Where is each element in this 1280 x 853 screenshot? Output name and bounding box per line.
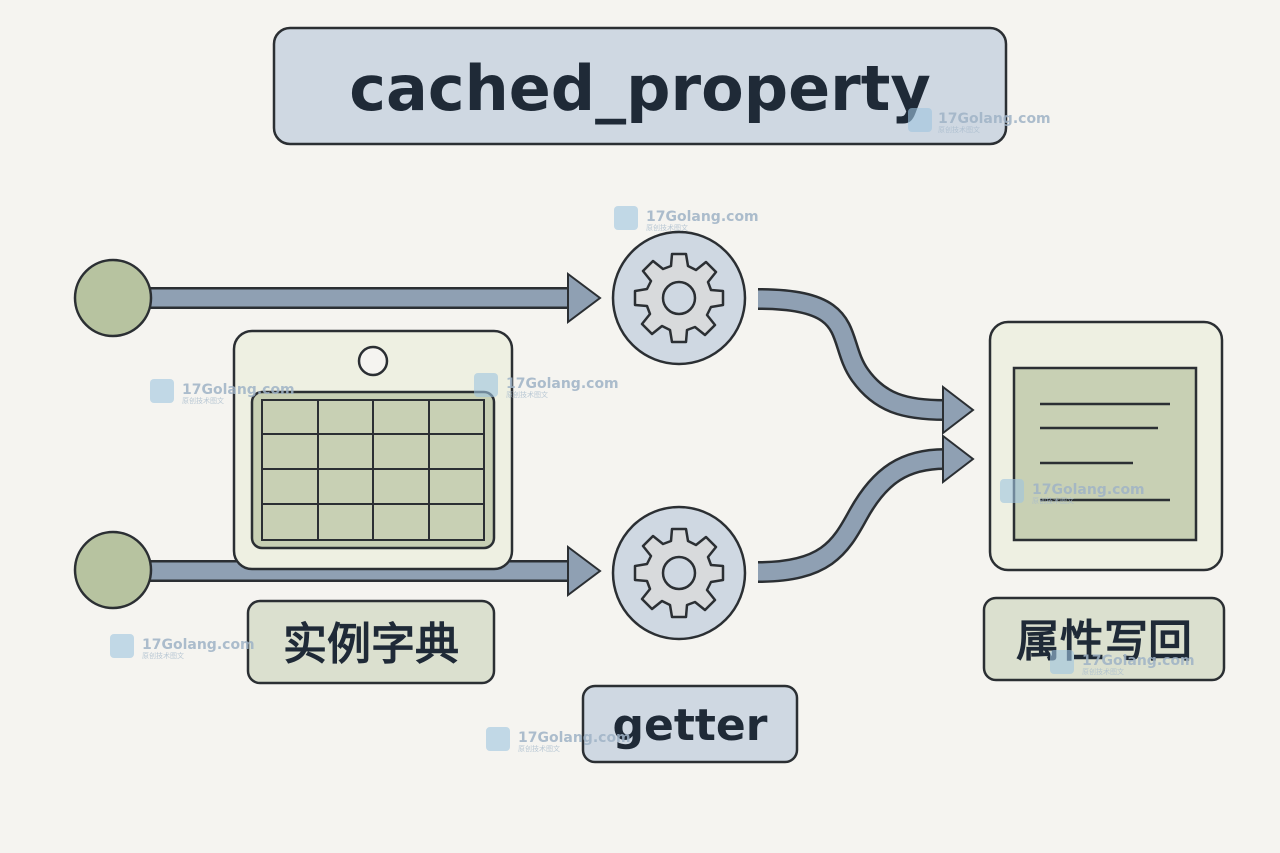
watermark: 17Golang.com 原创技术图文 xyxy=(1000,479,1145,505)
getter-label-box: getter xyxy=(581,684,799,764)
svg-text:原创技术图文: 原创技术图文 xyxy=(938,125,980,134)
bottom-gear-node xyxy=(611,505,747,641)
svg-text:17Golang.com: 17Golang.com xyxy=(506,376,619,392)
bottom-input-arrow xyxy=(150,545,602,597)
instance-dict-label: 实例字典 xyxy=(283,619,459,670)
write-back-label-box: 属性写回 xyxy=(982,596,1226,682)
watermark: 17Golang.com 原创技术图文 xyxy=(908,108,1051,134)
watermark: 17Golang.com 原创技术图文 xyxy=(150,379,295,405)
svg-text:原创技术图文: 原创技术图文 xyxy=(506,390,548,399)
top-gear-node xyxy=(611,230,747,366)
svg-text:原创技术图文: 原创技术图文 xyxy=(1032,496,1074,505)
top-input-arrow xyxy=(150,272,602,324)
watermark: 17Golang.com 原创技术图文 xyxy=(1050,650,1195,676)
diagram-title: cached_property xyxy=(349,52,931,125)
bottom-input-node xyxy=(73,530,153,610)
write-back-label: 属性写回 xyxy=(1016,616,1192,667)
svg-text:17Golang.com: 17Golang.com xyxy=(142,637,255,653)
top-output-arrow xyxy=(757,288,975,436)
svg-text:原创技术图文: 原创技术图文 xyxy=(182,396,224,405)
watermark: 17Golang.com 原创技术图文 xyxy=(474,373,619,399)
svg-text:17Golang.com: 17Golang.com xyxy=(646,209,759,225)
getter-label: getter xyxy=(613,700,768,751)
watermark: 17Golang.com 原创技术图文 xyxy=(614,206,759,232)
watermark: 17Golang.com 原创技术图文 xyxy=(110,634,255,660)
svg-text:17Golang.com: 17Golang.com xyxy=(182,382,295,398)
svg-text:原创技术图文: 原创技术图文 xyxy=(518,744,560,753)
svg-text:17Golang.com: 17Golang.com xyxy=(518,730,631,746)
title-box: cached_property xyxy=(272,26,1008,146)
instance-dict-icon xyxy=(232,329,514,571)
watermark: 17Golang.com 原创技术图文 xyxy=(486,727,631,753)
svg-text:17Golang.com: 17Golang.com xyxy=(1082,653,1195,669)
top-input-node xyxy=(73,258,153,338)
svg-text:原创技术图文: 原创技术图文 xyxy=(142,651,184,660)
gear-icon xyxy=(633,252,725,344)
svg-text:17Golang.com: 17Golang.com xyxy=(1032,482,1145,498)
svg-text:原创技术图文: 原创技术图文 xyxy=(646,223,688,232)
bottom-output-arrow xyxy=(757,433,975,583)
gear-icon xyxy=(633,527,725,619)
instance-dict-label-box: 实例字典 xyxy=(246,599,496,685)
document-icon xyxy=(988,320,1224,572)
svg-text:17Golang.com: 17Golang.com xyxy=(938,111,1051,127)
svg-text:原创技术图文: 原创技术图文 xyxy=(1082,667,1124,676)
